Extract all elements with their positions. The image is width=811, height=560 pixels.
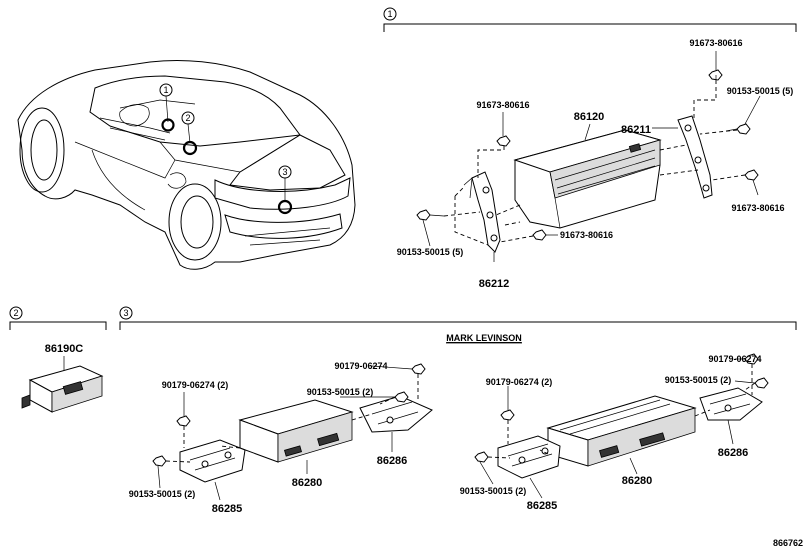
nut-right-2 [500, 409, 515, 421]
head-unit-86120 [513, 129, 662, 229]
label-left-screw-top: 90153-50015 (2) [307, 387, 374, 397]
module-86190C [21, 365, 104, 413]
nut-left-2 [176, 415, 191, 427]
nut-left-top [411, 363, 426, 375]
amp-left-assembly: 90179-06274 90179-06274 (2) 90153-50015 … [129, 361, 433, 515]
label-86211: 86211 [621, 124, 651, 136]
label-right-86285: 86285 [527, 500, 558, 512]
bracket-86286-right [699, 387, 763, 421]
callout-2-label: 2 [185, 113, 190, 123]
section-3-header: MARK LEVINSON [446, 333, 522, 343]
amp-right-assembly: 90179-06274 90179-06274 (2) 90153-50015 … [460, 353, 769, 512]
label-screw-right: 90153-50015 (5) [727, 86, 794, 96]
bracket-86285-right [497, 435, 561, 479]
bracket-86286-left [359, 395, 433, 433]
label-left-screw-bottom: 90153-50015 (2) [129, 489, 196, 499]
figure-id: 866762 [773, 538, 803, 548]
label-left-86285: 86285 [212, 503, 243, 515]
bracket-86285-left [179, 439, 246, 483]
label-bolt-top-right: 91673-80616 [689, 38, 742, 48]
car-callout-3: 3 [277, 165, 293, 215]
label-left-nut-2: 90179-06274 (2) [162, 380, 229, 390]
label-right-nut-top: 90179-06274 [708, 354, 761, 364]
amplifier-86280-right [546, 395, 697, 467]
bolt-right-low [744, 169, 759, 181]
label-right-screw-top: 90153-50015 (2) [665, 375, 732, 385]
label-right-86286: 86286 [718, 447, 749, 459]
label-right-nut-2: 90179-06274 (2) [486, 377, 553, 387]
bolt-bottom-mid [532, 229, 547, 241]
bracket-86211 [677, 115, 713, 199]
screw-left-2-bottom [152, 455, 167, 467]
screw-left [416, 209, 445, 221]
section-2: 2 86190C [9, 306, 107, 413]
section-2-number: 2 [13, 308, 18, 318]
screw-right-2-bottom [474, 451, 489, 463]
label-right-86280: 86280 [622, 475, 653, 487]
label-screw-left: 90153-50015 (5) [397, 247, 464, 257]
label-bolt-right-low: 91673-80616 [731, 203, 784, 213]
section-3: 3 MARK LEVINSON [119, 306, 797, 515]
label-left-86280: 86280 [292, 477, 323, 489]
amplifier-86280-left [238, 399, 354, 463]
section-1: 1 [383, 7, 797, 290]
label-bolt-bottom-mid: 91673-80616 [560, 230, 613, 240]
screw-right [725, 123, 751, 135]
car-callout-1: 1 [159, 83, 175, 132]
section-3-number: 3 [123, 308, 128, 318]
label-86212: 86212 [479, 278, 510, 290]
callout-3-label: 3 [282, 167, 287, 177]
label-left-86286: 86286 [377, 455, 408, 467]
callout-1-label: 1 [163, 85, 168, 95]
section-1-number: 1 [387, 9, 392, 19]
car-callout-2: 2 [181, 111, 198, 156]
car-illustration [17, 59, 356, 270]
screw-right-2-top [754, 377, 769, 389]
bracket-86212 [463, 171, 501, 253]
label-left-nut-top: 90179-06274 [334, 361, 387, 371]
label-bolt-left-top: 91673-80616 [476, 100, 529, 110]
bolt-left-top [496, 135, 511, 147]
label-86120: 86120 [574, 111, 605, 123]
label-86190C: 86190C [45, 343, 84, 355]
label-right-screw-bottom: 90153-50015 (2) [460, 486, 527, 496]
bolt-top-right [708, 69, 723, 81]
